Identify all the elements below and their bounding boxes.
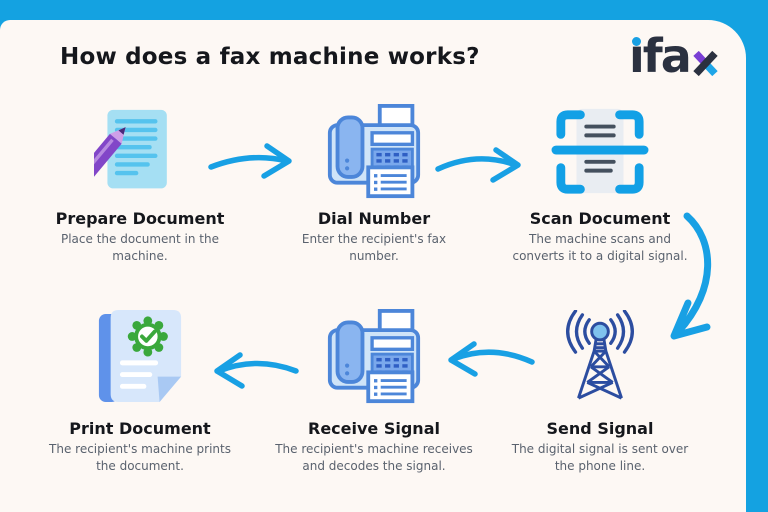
document-pencil-icon (94, 109, 167, 189)
step-send-signal: Send Signal The digital signal is sent o… (480, 300, 720, 475)
step-description: The digital signal is sent over the phon… (511, 442, 689, 474)
step-title: Dial Number (317, 209, 431, 228)
fax-machine-icon (327, 104, 421, 199)
step-title: Prepare Document (55, 209, 225, 228)
step-description: Enter the recipient's fax number. (301, 232, 447, 264)
step-description: The recipient's machine receives and dec… (275, 442, 473, 474)
step-scan-document: Scan Document The machine scans and conv… (480, 100, 720, 265)
step-print-document: Print Document The recipient's machine p… (20, 300, 260, 475)
document-check-icon (98, 310, 182, 402)
content-card (0, 20, 746, 512)
step-title: Print Document (69, 419, 211, 438)
logo-i-dot (632, 37, 641, 46)
logo-x-glyph (693, 50, 718, 77)
step-prepare-document: Prepare Document Place the document in t… (20, 100, 260, 265)
step-title: Scan Document (529, 209, 671, 228)
step-description: The recipient's machine prints the docum… (49, 442, 231, 474)
antenna-tower-icon (566, 310, 634, 400)
step-description: Place the document in the machine. (60, 232, 220, 264)
page-title: How does a fax machine works? (60, 44, 480, 70)
step-description: The machine scans and converts it to a d… (512, 232, 688, 264)
step-title: Send Signal (546, 419, 654, 438)
fax-machine-icon (327, 309, 421, 404)
step-receive-signal: Receive Signal The recipient's machine r… (254, 300, 494, 475)
scanner-frame-icon (551, 108, 649, 194)
ifax-logo: ıfa (629, 33, 719, 85)
step-dial-number: Dial Number Enter the recipient's fax nu… (254, 100, 494, 265)
step-title: Receive Signal (308, 419, 440, 438)
